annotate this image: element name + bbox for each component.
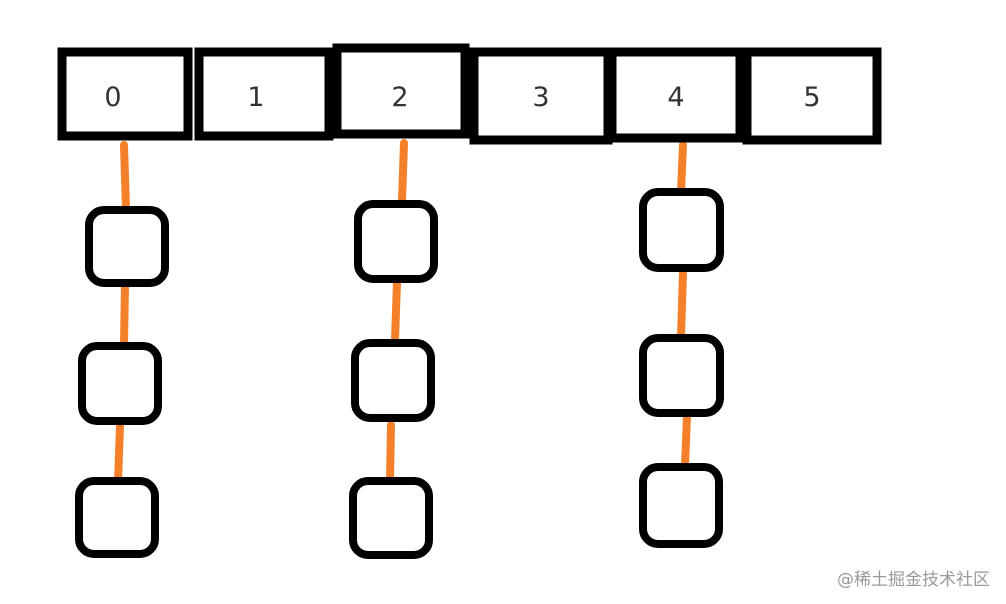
chain-node-0-1 — [78, 342, 162, 425]
array-cell-2 — [332, 43, 470, 139]
link-4-0 — [677, 141, 687, 196]
chain-node-2-1 — [351, 339, 435, 422]
link-2-1 — [391, 278, 401, 344]
array-cell-5 — [742, 47, 882, 145]
link-0-2 — [114, 421, 124, 486]
array-cell-1 — [194, 47, 334, 141]
chain-node-0-0 — [85, 206, 169, 287]
chain-node-2-2 — [349, 477, 433, 559]
cell-label-4: 4 — [667, 82, 684, 113]
chain-node-4-1 — [639, 334, 724, 417]
chain-links — [114, 139, 691, 486]
link-2-0 — [398, 139, 408, 204]
array-cell-4 — [607, 47, 745, 143]
link-4-2 — [681, 412, 691, 470]
chain-node-4-0 — [639, 188, 724, 272]
cell-label-5: 5 — [803, 82, 820, 113]
cell-label-2: 2 — [391, 82, 408, 113]
chain-node-4-2 — [639, 463, 723, 548]
link-4-1 — [677, 269, 687, 340]
cell-label-3: 3 — [532, 82, 549, 113]
array-cell-0 — [57, 47, 193, 141]
array-cell-3 — [469, 47, 613, 145]
array-cell-labels: 0 1 2 3 4 5 — [104, 82, 820, 113]
link-0-1 — [120, 281, 129, 349]
chain-nodes — [75, 188, 724, 559]
chain-node-2-0 — [354, 200, 438, 283]
cell-label-0: 0 — [104, 82, 121, 113]
link-2-2 — [386, 421, 395, 484]
array-cells — [57, 43, 882, 145]
cell-label-1: 1 — [247, 82, 264, 113]
watermark-text: @稀土掘金技术社区 — [837, 570, 990, 590]
link-0-0 — [120, 141, 130, 213]
chain-node-0-2 — [75, 477, 159, 558]
